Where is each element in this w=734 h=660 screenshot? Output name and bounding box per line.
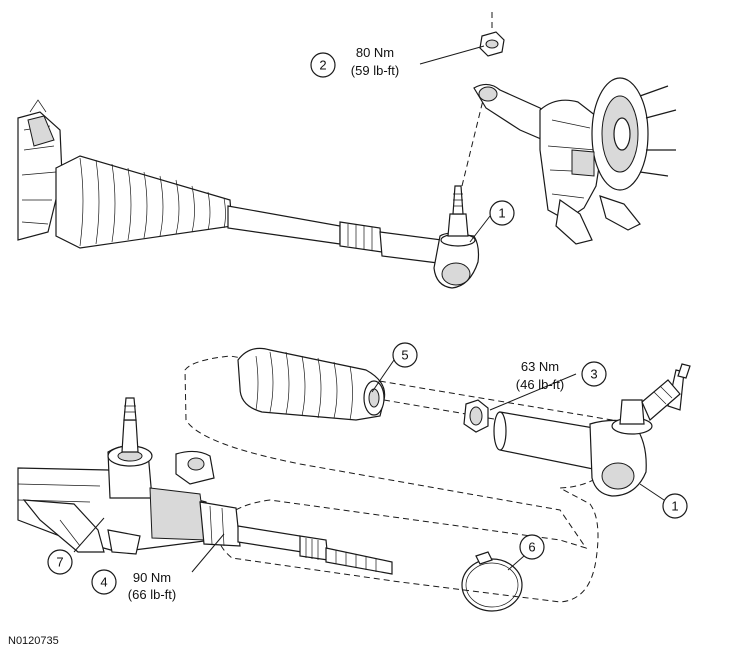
upper-assembly-illustration xyxy=(17,8,677,289)
leader-1-lower xyxy=(639,483,665,501)
callout-3: 3 63 Nm (46 lb-ft) xyxy=(516,359,607,392)
leader-6 xyxy=(507,555,525,571)
inner-tie-rod-lower xyxy=(237,525,393,575)
callout-7: 7 xyxy=(47,549,73,575)
leader-4 xyxy=(191,533,225,573)
steering-knuckle-hub xyxy=(473,77,677,245)
callout-1-lower: 1 xyxy=(662,493,688,519)
inner-tie-rod-upper xyxy=(227,205,447,265)
callout-3-torque-lbft: (46 lb-ft) xyxy=(516,377,564,392)
outer-tie-rod-end-lower xyxy=(493,363,691,497)
callout-6-number: 6 xyxy=(528,540,535,555)
callout-2-torque-nm: 80 Nm xyxy=(356,45,394,60)
bellows-boot-upper xyxy=(55,155,233,249)
callout-3-torque-nm: 63 Nm xyxy=(521,359,559,374)
callout-4-torque-lbft: (66 lb-ft) xyxy=(128,587,176,602)
tie-rod-nut-upper xyxy=(479,8,505,57)
steering-gear-housing-lower xyxy=(17,397,241,555)
leader-2 xyxy=(419,45,485,65)
callout-7-number: 7 xyxy=(56,555,63,570)
callout-4-torque-nm: 90 Nm xyxy=(133,570,171,585)
leader-3 xyxy=(489,373,577,411)
callout-2: 2 80 Nm (59 lb-ft) xyxy=(310,45,399,78)
leader-1-upper xyxy=(469,215,491,243)
lower-assembly-illustration xyxy=(17,347,691,612)
leader-7 xyxy=(73,517,105,553)
callout-5: 5 xyxy=(392,342,418,368)
callout-3-number: 3 xyxy=(590,367,597,382)
leader-5 xyxy=(371,359,395,393)
exploded-view-outline xyxy=(184,355,624,603)
steering-boot-lower xyxy=(237,347,386,421)
callout-1-lower-number: 1 xyxy=(671,499,678,514)
callout-1-upper-number: 1 xyxy=(498,206,505,221)
callout-6: 6 xyxy=(519,534,545,560)
outer-tie-rod-end-upper xyxy=(433,185,480,289)
callout-5-number: 5 xyxy=(401,348,408,363)
callout-2-torque-lbft: (59 lb-ft) xyxy=(351,63,399,78)
figure-reference-id: N0120735 xyxy=(8,635,59,647)
boot-clamp xyxy=(461,551,523,612)
callout-4: 4 90 Nm (66 lb-ft) xyxy=(91,569,176,602)
callout-2-number: 2 xyxy=(319,58,326,73)
callout-4-number: 4 xyxy=(100,575,107,590)
callout-1-upper: 1 xyxy=(489,200,515,226)
jam-nut xyxy=(463,399,489,433)
stud-axis-line xyxy=(461,91,486,187)
